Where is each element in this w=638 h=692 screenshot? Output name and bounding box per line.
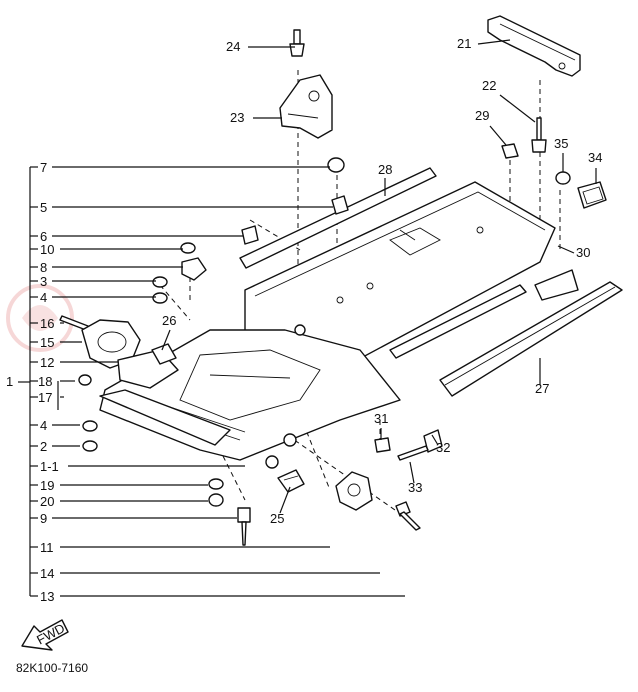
right-label-leaders: [161, 39, 597, 514]
main-frame: [99, 167, 623, 469]
callout-label-29: 29: [475, 108, 489, 123]
left-label-14: 14: [40, 566, 54, 581]
part-15-clamp: [81, 319, 141, 369]
left-label-16: 16: [40, 316, 54, 331]
left-label-11: 11: [40, 540, 54, 555]
callout-leader-29: [489, 125, 507, 146]
callout-leader-26: [161, 329, 171, 351]
callout-label-25: 25: [270, 511, 284, 526]
left-label-1-1: 1-1: [40, 459, 59, 474]
part-5-clip: [331, 195, 349, 215]
callout-leader-30: [557, 245, 575, 254]
callout-leader-32: [431, 434, 439, 446]
part-4-collar: [152, 292, 168, 304]
callout-label-22: 22: [482, 78, 496, 93]
part-23-bracket: [279, 74, 333, 139]
part-6-bracket: [241, 225, 259, 245]
callout-label-32: 32: [436, 440, 450, 455]
left-label-8: 8: [40, 260, 47, 275]
part-31-nut: [374, 437, 391, 453]
part-13-bolt: [395, 501, 421, 531]
left-label-13: 13: [40, 589, 54, 604]
part-35-grommet: [555, 171, 571, 185]
left-label-7: 7: [40, 160, 47, 175]
left-label-2: 2: [40, 439, 47, 454]
part-4-lower-collar: [82, 420, 98, 432]
left-label-6: 6: [40, 229, 47, 244]
fwd-arrow-icon: FWD: [21, 619, 69, 651]
part-2-collar: [82, 440, 98, 452]
left-label-19: 19: [40, 478, 54, 493]
part-26-link: [151, 343, 177, 365]
part-10-washer: [180, 242, 196, 254]
part-29-nut: [501, 143, 519, 159]
left-label-12: 12: [40, 355, 54, 370]
left-label-9: 9: [40, 511, 47, 526]
left-label-5: 5: [40, 200, 47, 215]
left-label-17: 17: [38, 390, 52, 405]
part-7-cap: [327, 157, 345, 173]
part-3-collar: [152, 276, 168, 288]
callout-leader-22: [499, 94, 536, 123]
part-22-bolt: [531, 117, 547, 153]
callout-leader-33: [409, 461, 415, 484]
part-11-flange: [335, 471, 373, 511]
callout-label-30: 30: [576, 245, 590, 260]
left-label-20: 20: [40, 494, 54, 509]
callout-label-31: 31: [374, 411, 388, 426]
callout-label-33: 33: [408, 480, 422, 495]
part-9-bolt: [237, 507, 251, 546]
watermark-logo: [6, 284, 74, 352]
part-16-bolt: [59, 315, 89, 331]
part-8-damper: [181, 257, 207, 281]
fwd-label: FWD: [34, 620, 67, 647]
right-labels: 24 21 22 23 29 35 34 28 30 26 27 31 32 33 25: [162, 36, 602, 526]
left-label-3: 3: [40, 274, 47, 289]
part-25-plate: [277, 469, 305, 493]
callout-leader-25: [279, 486, 291, 514]
part-34-reflector: [577, 181, 607, 209]
left-label-4: 4: [40, 290, 47, 305]
part-33-screw: [397, 445, 429, 461]
callout-label-26: 26: [162, 313, 176, 328]
callout-label-21: 21: [457, 36, 471, 51]
callout-label-34: 34: [588, 150, 602, 165]
left-label-15: 15: [40, 335, 54, 350]
callout-label-24: 24: [226, 39, 240, 54]
part-code: 82K100-7160: [16, 661, 88, 675]
part-19-bushing: [208, 478, 224, 490]
callout-label-27: 27: [535, 381, 549, 396]
part-20-bushing: [208, 493, 224, 507]
callout-label-28: 28: [378, 162, 392, 177]
left-label-4: 4: [40, 418, 47, 433]
callout-label-23: 23: [230, 110, 244, 125]
callout-leader-21: [477, 39, 511, 45]
part-24-stud: [289, 29, 305, 57]
group-label-1: 1: [6, 374, 13, 389]
part-18-bolt: [78, 374, 92, 386]
left-label-18: 18: [38, 374, 52, 389]
part-21-rear-bracket: [487, 15, 581, 77]
left-label-10: 10: [40, 242, 54, 257]
callout-label-35: 35: [554, 136, 568, 151]
